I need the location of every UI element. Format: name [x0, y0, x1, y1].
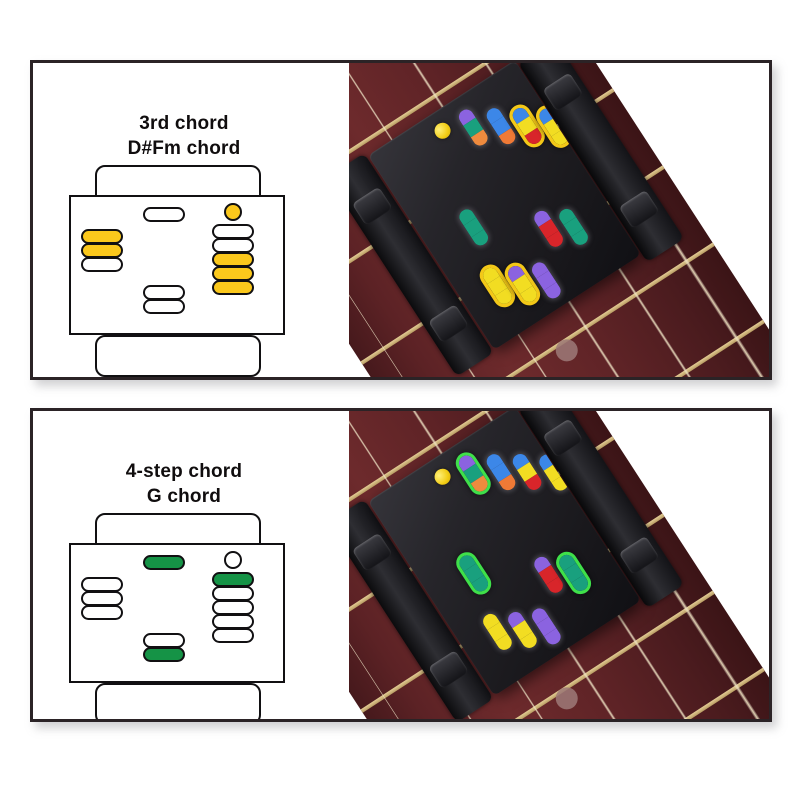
diagram-pill [212, 266, 254, 281]
device-note-button[interactable] [456, 552, 491, 595]
diagram-pill [212, 224, 254, 239]
diagram-pill [81, 577, 123, 592]
diagram-pill [212, 586, 254, 601]
diagram-pill [81, 605, 123, 620]
device-photo [349, 411, 769, 719]
chord-caption: 3rd chord D#Fm chord [69, 111, 299, 161]
diagram-clamp-bottom [95, 683, 261, 719]
diagram-clamp-bottom [95, 335, 261, 377]
diagram-column-mid-bottom [143, 633, 185, 662]
diagram-pill [81, 591, 123, 606]
chord-caption: 4-step chord G chord [69, 459, 299, 509]
chord-panel-top: 3rd chord D#Fm chord [30, 60, 772, 380]
diagram-pill [212, 238, 254, 253]
diagram-pill [143, 647, 185, 662]
diagram-pill [212, 572, 254, 587]
diagram-pill [143, 555, 185, 570]
diagram-pill [143, 633, 185, 648]
diagram-column-right [212, 203, 254, 295]
chord-panel-bottom: 4-step chord G chord [30, 408, 772, 722]
diagram-column-mid-top [143, 207, 185, 222]
diagram-pill [81, 257, 123, 272]
chord-caption-line2: G chord [146, 486, 222, 507]
diagram-pill [212, 600, 254, 615]
device-note-button[interactable] [456, 106, 491, 149]
diagram-pill [81, 229, 123, 244]
diagram-pill [143, 285, 185, 300]
diagram-column-mid-top [143, 555, 185, 570]
diagram-pill [143, 299, 185, 314]
device-photo [349, 63, 769, 377]
fret-inlay-dot [551, 335, 582, 366]
diagram-pill [212, 252, 254, 267]
power-led-icon [431, 119, 454, 142]
diagram-pill [212, 628, 254, 643]
diagram-dot [224, 203, 242, 221]
diagram-column-right [212, 551, 254, 643]
diagram-column-left [81, 229, 123, 272]
diagram-column-left [81, 577, 123, 620]
device-note-button[interactable] [456, 452, 491, 495]
chord-diagram [69, 513, 285, 719]
diagram-dot [224, 551, 242, 569]
diagram-pill [143, 207, 185, 222]
chord-caption-line2: D#Fm chord [127, 138, 241, 159]
chord-diagram [69, 165, 285, 377]
diagram-pill [81, 243, 123, 258]
diagram-pill [212, 280, 254, 295]
device-note-button[interactable] [456, 206, 491, 249]
diagram-pill [212, 614, 254, 629]
fret-inlay-dot [551, 683, 582, 714]
chord-caption-line1: 3rd chord [139, 113, 229, 134]
power-led-icon [431, 465, 454, 488]
diagram-column-mid-bottom [143, 285, 185, 314]
chord-caption-line1: 4-step chord [125, 461, 243, 482]
